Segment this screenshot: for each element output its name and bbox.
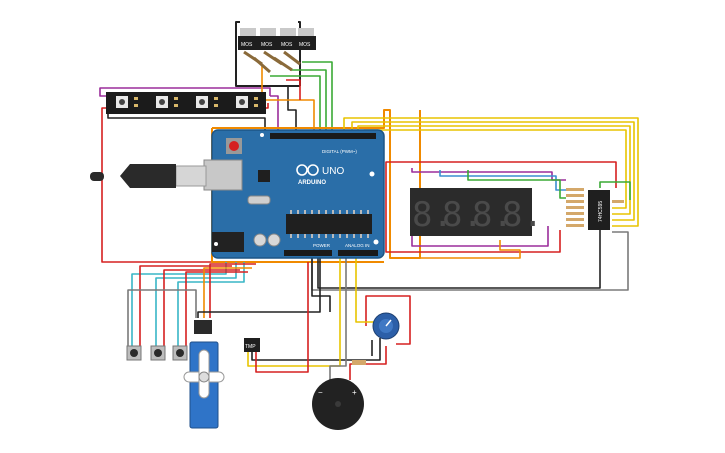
capacitor-2 [267,233,281,247]
power-label: POWER [313,243,331,248]
push-button-1[interactable] [126,345,142,361]
arduino-uno-board[interactable]: ARDUINO UNO DIGITAL (PWM~) POWER ANALOG … [203,129,385,259]
power-jack [212,232,244,252]
mosfet-4[interactable]: MOS [296,28,316,50]
wire-green-mosfet-3[interactable] [302,61,333,140]
digital-label: DIGITAL (PWM~) [322,149,357,154]
led-strip[interactable] [106,92,266,114]
digit-2: 8. [442,195,483,235]
crystal [247,195,271,205]
digit-4: 8. [502,195,543,235]
wire-red-tmp[interactable] [255,262,309,373]
mosfet-4-label: MOS [299,42,311,48]
buzzer-resistor [352,360,366,365]
push-button-3[interactable] [172,345,188,361]
arduino-model: UNO [322,166,344,177]
wire-cyan-button-3[interactable] [177,262,245,352]
wire-green-mosfet-1[interactable] [270,75,321,140]
wire-red-buzzer-resistor[interactable] [349,346,387,380]
wire-red-button-2[interactable] [163,269,240,352]
servo-horn-icon [198,371,210,383]
wire-black-servo[interactable] [197,256,321,318]
wire-purple-strip[interactable] [99,87,279,140]
display-resistor-bank [566,188,624,227]
piezo-buzzer[interactable]: − + [312,378,364,430]
mosfet-1-label: MOS [241,42,253,48]
wires [99,21,639,380]
wire-orange-servo[interactable] [203,267,252,318]
wire-green-mosfet-2[interactable] [290,69,327,140]
led-pixel-2 [156,96,168,108]
mosfet-2-label: MOS [261,42,273,48]
mosfet-group[interactable]: MOS MOS MOS MOS [238,28,316,74]
analog-header [338,250,378,256]
digital-header [270,133,376,139]
wire-orange-display[interactable] [392,240,521,259]
wire-yellow-tmp[interactable] [247,256,341,367]
wire-yellow-bus-2[interactable] [351,121,635,221]
wire-yellow-bus-1[interactable] [343,117,639,227]
wire-red-mosfet[interactable] [286,79,301,100]
digit-1: 8. [412,195,453,235]
wire-yellow-pot[interactable] [355,256,378,323]
led-pixel-3 [196,96,208,108]
wire-red-display-frame[interactable] [385,161,617,253]
buzzer-minus: − [318,388,323,397]
wire-cyan-button-1[interactable] [131,262,227,352]
capacitor-1 [253,233,267,247]
wire-gray-buzzer[interactable] [329,256,347,380]
mosfet-resistors [243,50,301,74]
wire-black-mosfet-to-board[interactable] [287,86,297,140]
wire-red-button-1[interactable] [139,265,232,352]
shift-register-chip[interactable]: 74HC595 [588,190,610,230]
mosfet-2[interactable]: MOS [258,28,278,50]
arduino-brand: ARDUINO [298,180,326,186]
buzzer-plus: + [352,388,357,397]
atmega-chip [286,214,372,234]
shift-register-label: 74HC595 [598,201,604,222]
usb-port [203,159,243,191]
wire-red-servo[interactable] [209,263,256,318]
temp-sensor-label: TMP [245,344,256,350]
wire-red-pot[interactable] [365,295,411,345]
wire-black-sr-return[interactable] [317,226,601,289]
mosfet-1[interactable]: MOS [238,28,258,50]
seven-segment-display[interactable]: 8. 8. 8. 8. [410,188,543,236]
potentiometer[interactable] [372,312,400,340]
mosfet-3-label: MOS [281,42,293,48]
usb-cable[interactable] [90,164,207,188]
power-header [284,250,332,256]
digit-3: 8. [472,195,513,235]
wire-red-left-loop[interactable] [101,103,269,263]
usb-chip [258,170,270,182]
mosfet-3[interactable]: MOS [278,28,298,50]
led-pixel-1 [116,96,128,108]
wire-black-mosfet-bracket[interactable] [235,21,301,87]
analog-label: ANALOG IN [345,243,370,248]
wire-black-tmp[interactable] [251,338,381,361]
temperature-sensor[interactable]: TMP [244,338,260,352]
wire-gray-buttons[interactable] [127,289,197,352]
push-button-2[interactable] [150,345,166,361]
wire-orange-mosfet[interactable] [261,64,315,140]
arduino-logo-icon [296,164,319,176]
led-pixel-4 [236,96,248,108]
wire-green-sr[interactable] [599,181,631,200]
wire-black-gnd[interactable] [311,254,331,312]
servo-motor[interactable] [183,320,225,429]
wire-green-display[interactable] [467,170,566,199]
wire-red-button-3[interactable] [185,271,248,352]
